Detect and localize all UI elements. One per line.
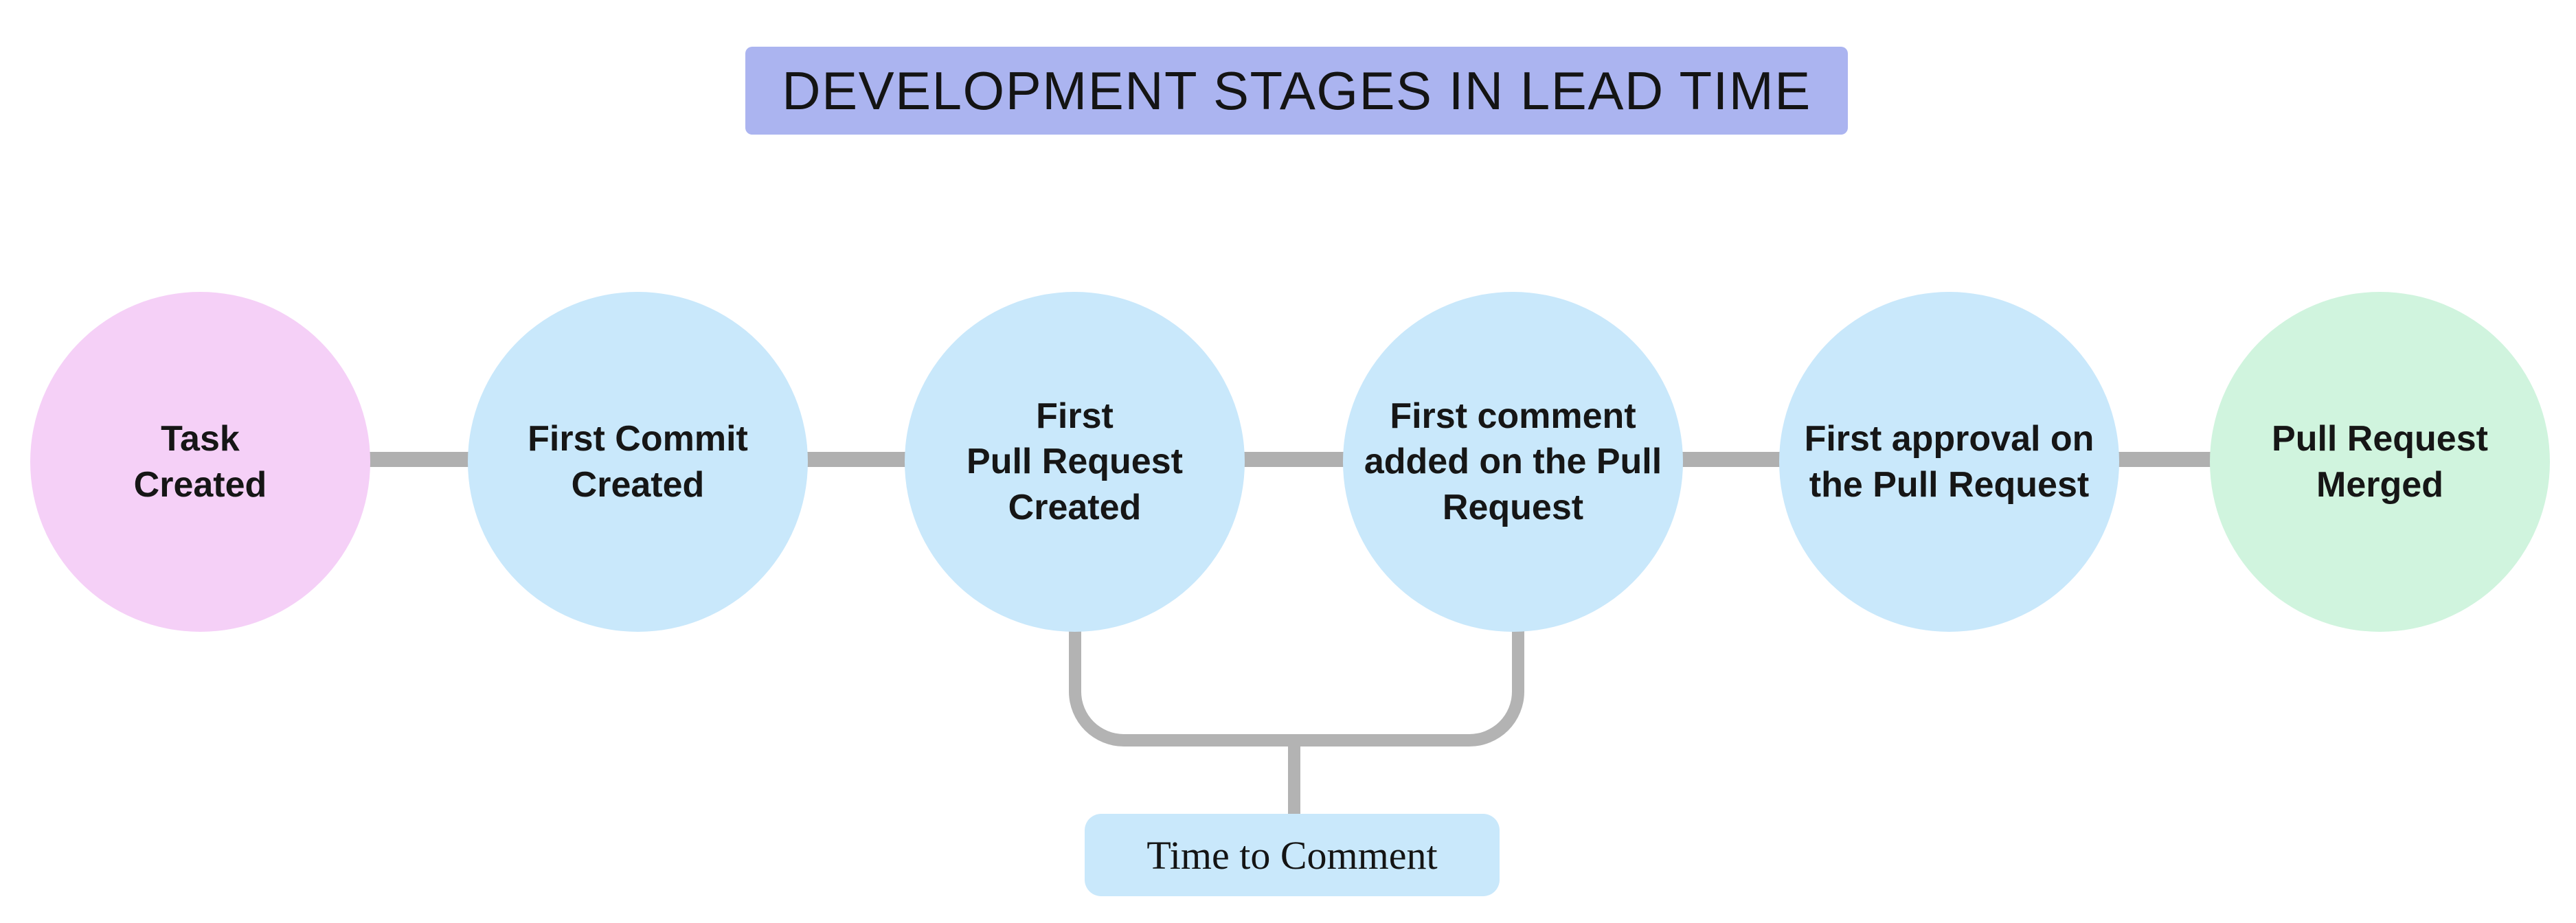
time-to-comment-label: Time to Comment bbox=[1085, 814, 1500, 896]
stage-circle-pull-request-merged: Pull Request Merged bbox=[2210, 292, 2550, 632]
stage-circle-first-pull-request-created: First Pull Request Created bbox=[905, 292, 1245, 632]
time-to-comment-bracket bbox=[1069, 628, 1524, 747]
page-title: DEVELOPMENT STAGES IN LEAD TIME bbox=[782, 60, 1811, 121]
time-to-comment-bracket-stem bbox=[1288, 740, 1300, 816]
stage-label-first-pull-request-created: First Pull Request Created bbox=[967, 396, 1183, 527]
stage-label-task-created: Task Created bbox=[133, 418, 267, 505]
stage-label-first-commit-created: First Commit Created bbox=[528, 418, 748, 505]
stage-label-first-comment-added: First comment added on the Pull Request bbox=[1364, 396, 1662, 527]
stage-circle-first-comment-added: First comment added on the Pull Request bbox=[1343, 292, 1683, 632]
stage-label-pull-request-merged: Pull Request Merged bbox=[2272, 418, 2488, 505]
stage-circle-first-commit-created: First Commit Created bbox=[468, 292, 808, 632]
time-to-comment-text: Time to Comment bbox=[1146, 832, 1438, 878]
stage-circle-task-created: Task Created bbox=[30, 292, 370, 632]
stage-label-first-approval: First approval on the Pull Request bbox=[1804, 418, 2094, 505]
stage-circle-first-approval: First approval on the Pull Request bbox=[1779, 292, 2119, 632]
title-banner: DEVELOPMENT STAGES IN LEAD TIME bbox=[745, 47, 1848, 135]
